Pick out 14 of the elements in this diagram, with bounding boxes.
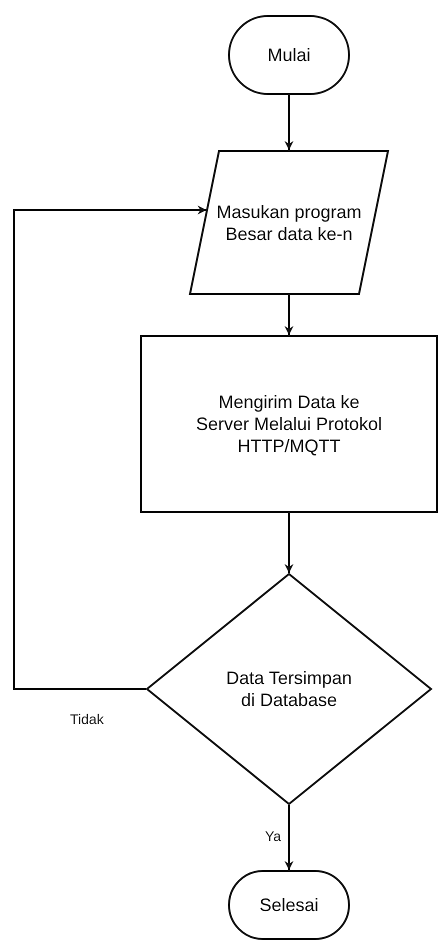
node-label: Mulai: [266, 44, 312, 66]
edge-label: Tidak: [68, 711, 106, 727]
node-label: Masukan program Besar data ke-n: [215, 200, 363, 244]
arrow: [284, 805, 294, 870]
node-label: Mengirim Data ke Server Melalui Protokol HTTP/MQTT: [194, 391, 384, 457]
process-box: [140, 335, 438, 513]
node-label: Selesai: [258, 894, 320, 916]
arrow: [13, 206, 207, 690]
decision-diamond: [146, 573, 432, 805]
arrow: [284, 513, 294, 573]
node-label: Data Tersimpan di Database: [225, 667, 353, 711]
input-parallelogram: [189, 150, 389, 295]
arrow: [284, 95, 294, 150]
arrow: [284, 295, 294, 335]
